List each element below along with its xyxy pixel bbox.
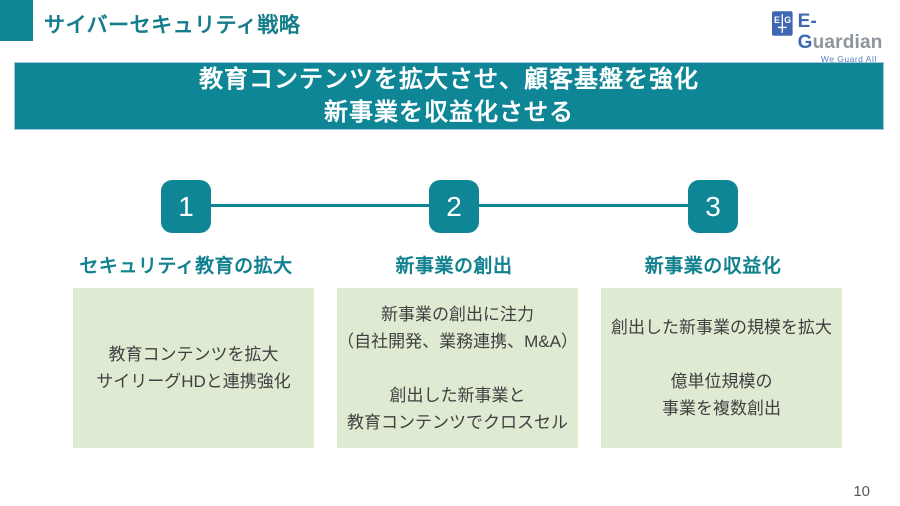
banner-line-1: 教育コンテンツを拡大させ、顧客基盤を強化 (199, 66, 699, 93)
e-guardian-logo-icon: E G (772, 11, 793, 36)
logo-wordmark: E-Guardian (798, 11, 900, 53)
column-heading-3: 新事業の収益化 (644, 256, 782, 277)
page-number: 10 (853, 483, 870, 500)
logo-mark-letter-g: G (784, 15, 791, 25)
content-line: 創出した新事業の規模を拡大 (611, 318, 832, 337)
step-number-1: 1 (161, 180, 211, 233)
content-line: 億単位規模の (670, 372, 773, 391)
content-line: 事業を複数創出 (662, 399, 781, 418)
e-guardian-logo: E G E-Guardian We Guard All (772, 11, 900, 64)
content-line: （自社開発、業務連携、M&A） (337, 331, 578, 351)
logo-text-block: E-Guardian We Guard All (798, 11, 900, 64)
column-heading-1: セキュリティ教育の拡大 (79, 256, 293, 277)
content-box-2: 新事業の創出に注力 （自社開発、業務連携、M&A） 創出した新事業と 教育コンテ… (337, 288, 578, 448)
column-heading-2: 新事業の創出 (395, 256, 513, 277)
content-line: 新事業の創出に注力 (381, 304, 534, 324)
content-line: サイリーグHDと連携強化 (96, 372, 291, 391)
content-line: 教育コンテンツでクロスセル (347, 412, 568, 432)
logo-tagline: We Guard All (820, 54, 877, 64)
content-line: 教育コンテンツを拡大 (108, 345, 279, 364)
content-box-3: 創出した新事業の規模を拡大 億単位規模の 事業を複数創出 (601, 288, 842, 448)
logo-wordmark-gray: uardian (812, 32, 883, 53)
key-message-banner: 教育コンテンツを拡大させ、顧客基盤を強化 新事業を収益化させる (14, 62, 884, 130)
corner-accent-square (0, 0, 33, 41)
step-number-2: 2 (429, 180, 479, 233)
logo-wordmark-blue: E-G (797, 11, 817, 53)
content-line: 創出した新事業と (389, 385, 526, 405)
banner-line-2: 新事業を収益化させる (324, 99, 574, 126)
content-box-1: 教育コンテンツを拡大 サイリーグHDと連携強化 (73, 288, 314, 448)
logo-mark-letter-e: E (774, 15, 780, 25)
slide-title: サイバーセキュリティ戦略 (44, 14, 301, 37)
step-number-3: 3 (688, 180, 738, 233)
